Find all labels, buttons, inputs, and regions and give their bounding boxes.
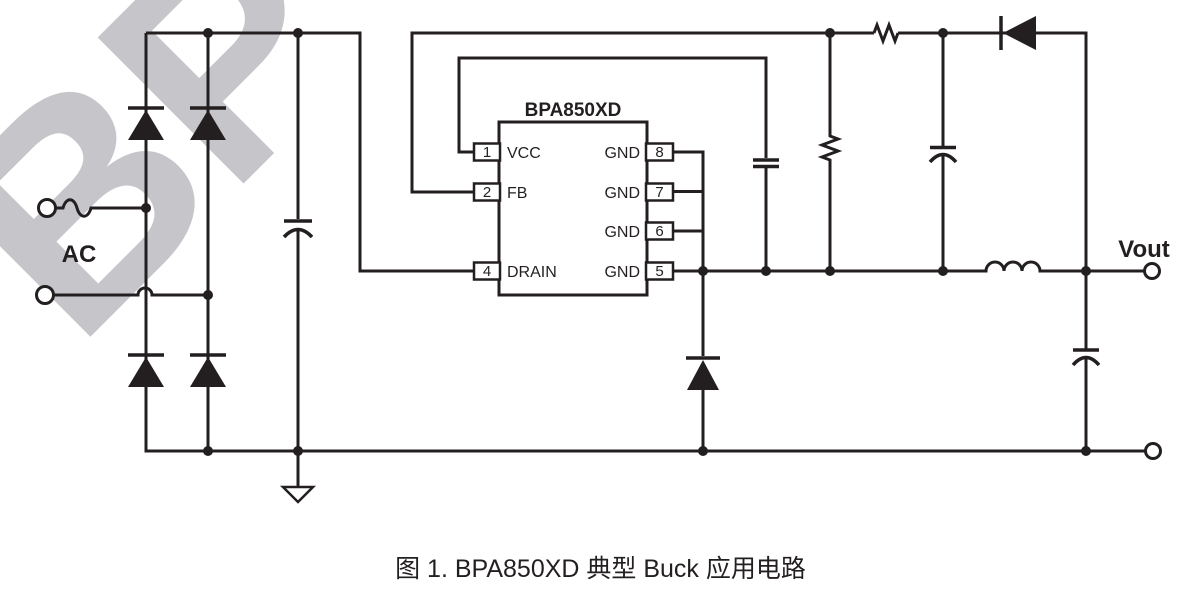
vcc-capacitor-icon [753, 158, 779, 169]
pin-label-gnd-7: GND [604, 185, 640, 202]
pin-label-gnd-5: GND [604, 264, 640, 281]
junction-dot [938, 28, 948, 38]
junction-dot [698, 266, 708, 276]
pin-box-6 [644, 221, 675, 241]
pin-number-7: 7 [655, 184, 663, 201]
junction-dots [141, 28, 1091, 456]
pin-box-8 [644, 142, 675, 162]
ic-body [497, 120, 649, 297]
vout-terminal [1143, 262, 1161, 280]
freewheeling-diode-icon [687, 360, 719, 390]
capacitors [282, 145, 1101, 367]
junction-dot [203, 290, 213, 300]
output-capacitor-icon [1071, 348, 1101, 367]
terminals [35, 198, 1162, 460]
pin-number-4: 4 [483, 263, 491, 280]
ac-label: AC [62, 241, 97, 268]
resistor-horizontal [872, 20, 900, 46]
junction-dot [825, 28, 835, 38]
pin-label-vcc: VCC [507, 145, 541, 162]
pin-box-2 [472, 182, 502, 202]
filter-capacitor-icon [928, 145, 958, 164]
junction-dot [203, 28, 213, 38]
ground-icon [279, 485, 317, 504]
pin-box-7 [644, 182, 675, 202]
junction-dot [825, 266, 835, 276]
wire-dc-rail [146, 31, 474, 273]
wire-gnd-bus [673, 150, 705, 271]
pin-number-8: 8 [655, 144, 663, 161]
pin-number-1: 1 [483, 144, 491, 161]
junction-dot [141, 203, 151, 213]
inductor-and-output-rail [673, 260, 1144, 273]
junction-dot [1081, 266, 1091, 276]
pin-number-6: 6 [655, 223, 663, 240]
wires [54, 20, 1145, 487]
vout-label: Vout [1118, 236, 1170, 263]
ic-title: BPA850XD [525, 100, 622, 121]
diodes [128, 16, 1036, 390]
pin-label-gnd-6: GND [604, 224, 640, 241]
junction-dot [203, 446, 213, 456]
output-return-terminal [1144, 442, 1162, 460]
junction-dot [293, 28, 303, 38]
ac-bottom-terminal [35, 285, 55, 305]
wire-ac-top [56, 198, 146, 218]
junction-dot [1081, 446, 1091, 456]
bridge-diode-icon [128, 110, 164, 140]
wire-bridge-col1-and-ground-rail [144, 33, 1145, 453]
figure-caption: 图 1. BPA850XD 典型 Buck 应用电路 [395, 555, 806, 583]
junction-dot [293, 446, 303, 456]
wire-top-right [898, 31, 1088, 271]
pin-number-2: 2 [483, 184, 491, 201]
resistor-vertical [817, 33, 843, 271]
bulk-capacitor-icon [282, 219, 314, 239]
bridge-diode-icon [190, 357, 226, 387]
junction-dot [938, 266, 948, 276]
pin-box-1 [472, 142, 502, 162]
pin-box-4 [472, 261, 502, 281]
ic-bpa850xd: BPA850XD 1 2 4 8 7 6 5 VCC FB DRAIN GND … [472, 100, 675, 297]
pin-label-fb: FB [507, 185, 527, 202]
circuit-diagram: BPA850XD 1 2 4 8 7 6 5 VCC FB DRAIN GND … [35, 16, 1170, 504]
pin-label-gnd-8: GND [604, 145, 640, 162]
bridge-diode-icon [190, 110, 226, 140]
blocking-diode-icon [1003, 16, 1036, 50]
ac-top-terminal [37, 198, 57, 218]
pin-number-5: 5 [655, 263, 663, 280]
wire-fb-loop [410, 31, 874, 194]
pin-label-drain: DRAIN [507, 264, 557, 281]
bridge-diode-icon [128, 357, 164, 387]
junction-dot [761, 266, 771, 276]
wire-vcc-loop [457, 56, 768, 271]
pin-box-5 [644, 261, 675, 281]
wire-ac-bottom [54, 286, 208, 297]
junction-dot [698, 446, 708, 456]
